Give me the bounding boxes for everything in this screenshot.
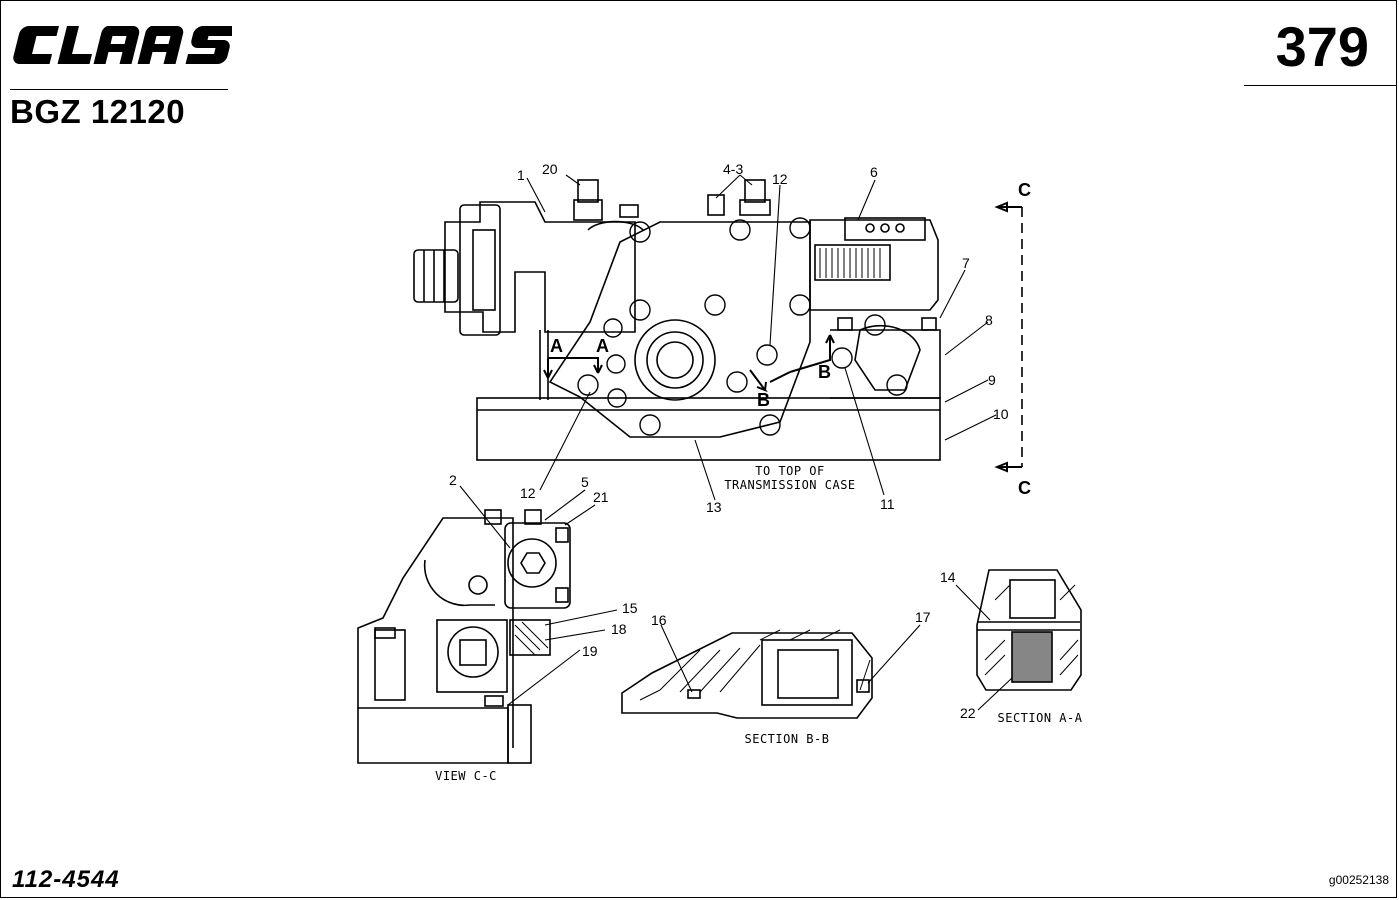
callout-7: 7 xyxy=(962,255,970,271)
callout-12-top: 12 xyxy=(772,171,788,187)
right-bracket xyxy=(830,329,941,399)
callout-19: 19 xyxy=(582,643,598,659)
caption-section-aa: SECTION A-A xyxy=(998,711,1083,725)
callout-leaders-section-aa xyxy=(955,584,1013,711)
section-bb xyxy=(621,629,873,719)
callout-14: 14 xyxy=(940,569,956,585)
page-number-rule xyxy=(1244,85,1396,86)
callout-2: 2 xyxy=(449,472,457,488)
callout-4-3: 4-3 xyxy=(723,161,743,177)
section-b-marker-left: B xyxy=(757,390,770,410)
callout-21: 21 xyxy=(593,489,609,505)
center-bore xyxy=(634,319,716,401)
callout-5: 5 xyxy=(581,474,589,490)
model-number: BGZ 12120 xyxy=(10,93,186,130)
section-a-marker-left: A xyxy=(550,336,563,356)
base-plate xyxy=(476,397,941,461)
callout-8: 8 xyxy=(985,312,993,328)
callout-9: 9 xyxy=(988,372,996,388)
fitting-20 xyxy=(577,179,599,203)
section-aa xyxy=(976,569,1082,691)
callout-1: 1 xyxy=(517,167,525,183)
callout-leaders-section-bb xyxy=(660,624,921,693)
section-c-marker-bottom: C xyxy=(1018,478,1031,498)
fitting-4-3 xyxy=(707,194,725,216)
callout-12-bottom: 12 xyxy=(520,485,536,501)
callout-11: 11 xyxy=(880,496,895,512)
part-number: 112-4544 xyxy=(12,866,120,893)
callout-6: 6 xyxy=(870,164,878,180)
page-number: 379 xyxy=(1275,15,1369,78)
main-assembly-view xyxy=(413,179,1023,473)
right-valve-block xyxy=(809,219,939,311)
callout-16: 16 xyxy=(651,612,667,628)
left-housing xyxy=(444,201,636,333)
section-b-marker-right: B xyxy=(818,362,831,382)
claas-logo xyxy=(13,26,232,64)
caption-section-bb: SECTION B-B xyxy=(745,732,830,746)
image-code: g00252138 xyxy=(1328,873,1389,887)
callout-leaders-main xyxy=(526,174,997,501)
caption-view-cc: VIEW C-C xyxy=(435,769,497,783)
view-cc xyxy=(357,509,571,764)
logo-rule xyxy=(10,89,228,90)
callout-13: 13 xyxy=(706,499,722,515)
callout-leaders-view-cc xyxy=(459,485,618,706)
callout-15: 15 xyxy=(622,600,638,616)
callout-10: 10 xyxy=(993,406,1009,422)
callout-17: 17 xyxy=(915,609,931,625)
callout-22: 22 xyxy=(960,705,976,721)
caption-to-top-line2: TRANSMISSION CASE xyxy=(724,478,855,492)
callout-20: 20 xyxy=(542,161,558,177)
caption-to-top-line1: TO TOP OF xyxy=(755,464,825,478)
section-a-marker-right: A xyxy=(596,336,609,356)
section-c-marker-top: C xyxy=(1018,180,1031,200)
callout-18: 18 xyxy=(611,621,627,637)
